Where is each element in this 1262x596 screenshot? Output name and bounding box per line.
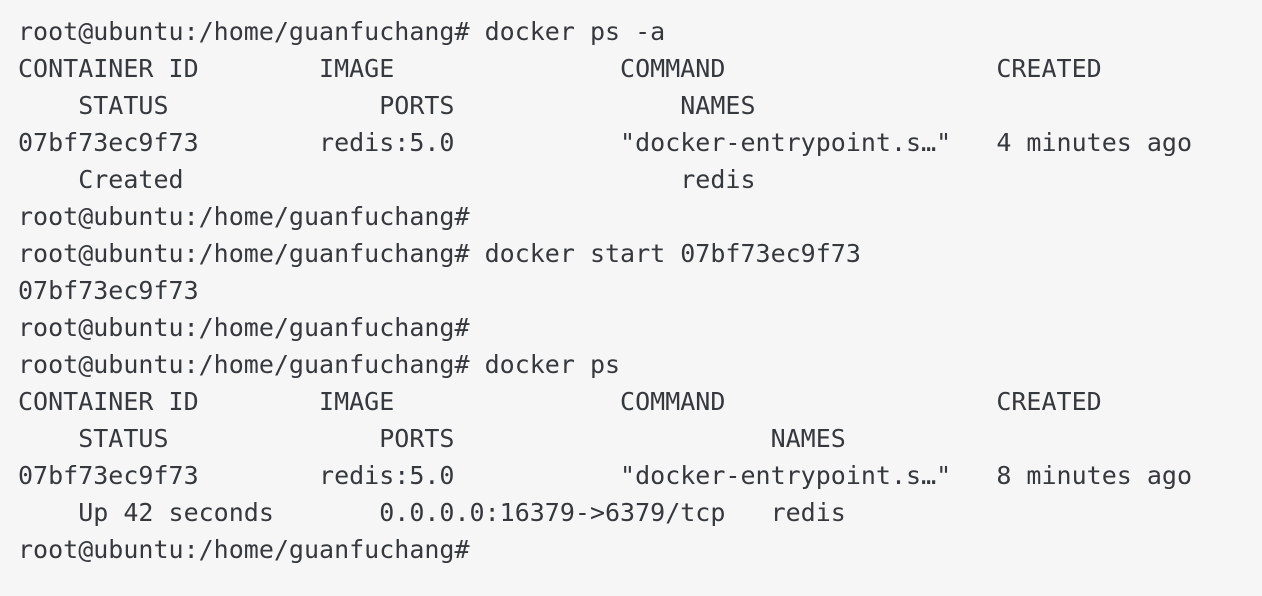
terminal-line-output: STATUS PORTS NAMES [18, 91, 756, 120]
terminal-line-output: STATUS PORTS NAMES [18, 424, 846, 453]
terminal-line-output: CONTAINER ID IMAGE COMMAND CREATED [18, 54, 1102, 83]
terminal-line-output: Created redis [18, 165, 756, 194]
terminal-line-output: CONTAINER ID IMAGE COMMAND CREATED [18, 387, 1102, 416]
terminal-line-prompt: root@ubuntu:/home/guanfuchang# [18, 313, 485, 342]
terminal-line-prompt: root@ubuntu:/home/guanfuchang# [18, 535, 485, 564]
terminal-line-output: 07bf73ec9f73 [18, 276, 199, 305]
terminal-line-command: root@ubuntu:/home/guanfuchang# docker st… [18, 239, 861, 268]
terminal-line-output: 07bf73ec9f73 redis:5.0 "docker-entrypoin… [18, 461, 1192, 490]
terminal-line-command: root@ubuntu:/home/guanfuchang# docker ps [18, 350, 621, 379]
terminal-line-output: Up 42 seconds 0.0.0.0:16379->6379/tcp re… [18, 498, 846, 527]
terminal-output: root@ubuntu:/home/guanfuchang# docker ps… [18, 17, 1192, 564]
terminal-line-command: root@ubuntu:/home/guanfuchang# docker ps… [18, 17, 666, 46]
terminal-line-prompt: root@ubuntu:/home/guanfuchang# [18, 202, 485, 231]
terminal-line-output: 07bf73ec9f73 redis:5.0 "docker-entrypoin… [18, 128, 1192, 157]
